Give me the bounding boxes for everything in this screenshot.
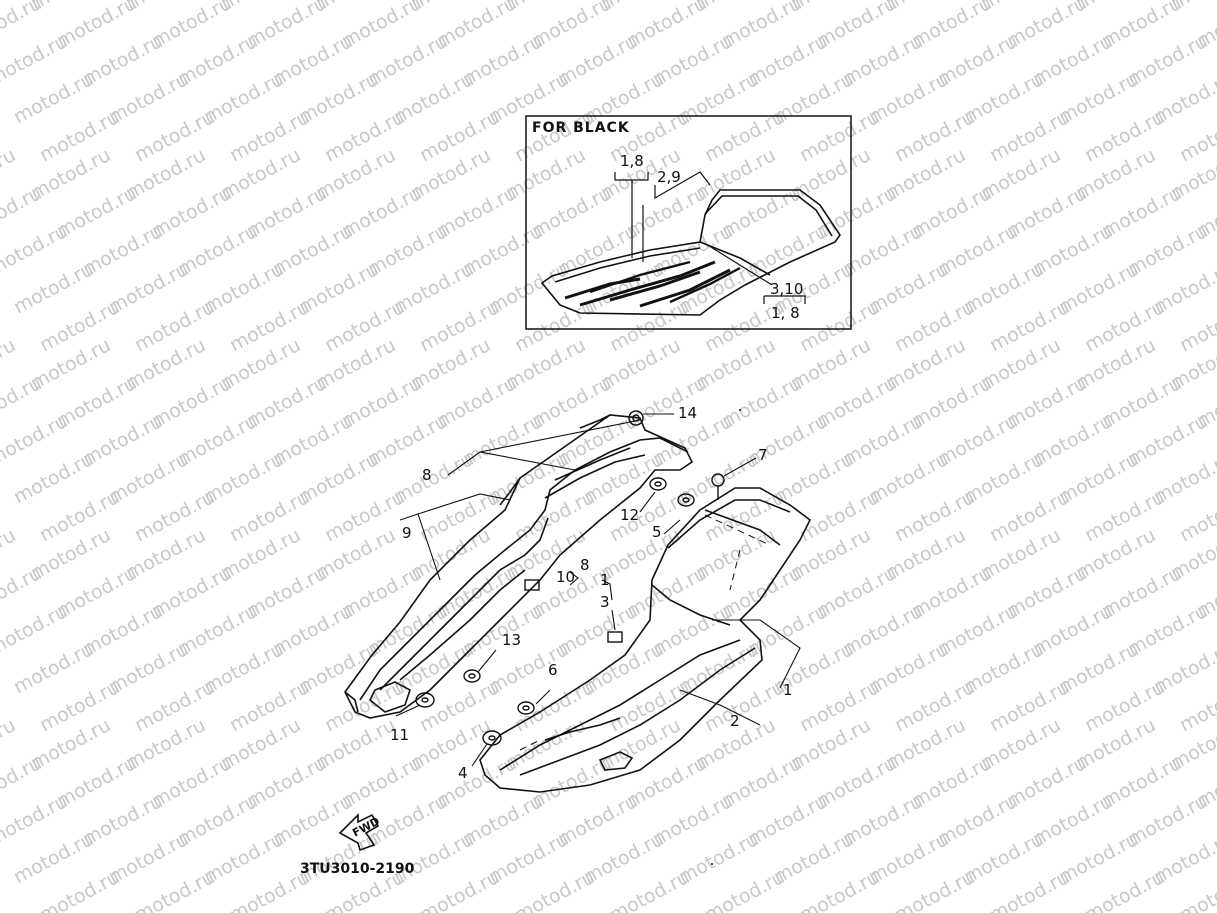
right-side-cover [479, 487, 812, 793]
callout-8: 8 [422, 466, 432, 484]
callout-13: 13 [502, 631, 521, 649]
watermark-text: motod.ru [10, 828, 97, 888]
diagram-code: 3TU3010-2190 [300, 861, 415, 877]
callout-3-1-bottom: 3 [600, 593, 610, 611]
callout-2: 2 [730, 712, 740, 730]
callout-3-1-top: 1 [600, 571, 610, 589]
watermark-text: motod.ru [10, 68, 97, 128]
callout-10-8: 8 [580, 556, 590, 574]
left-side-cover [344, 414, 694, 719]
watermark-text: motod.ru [10, 448, 97, 508]
clip-3-1 [607, 631, 623, 643]
watermark-text: motod.ru [10, 638, 97, 698]
bolt-7 [711, 473, 725, 500]
grommet-13 [463, 669, 481, 683]
inset-label-1-8: 1,8 [620, 152, 644, 170]
inset-cowl-drawing [540, 189, 841, 316]
callout-4: 4 [458, 764, 468, 782]
fwd-arrow-icon [338, 813, 380, 852]
inset-label-1-8-bottom: 1, 8 [771, 304, 800, 322]
centerlines [519, 514, 771, 751]
grommet-11 [415, 692, 435, 708]
stray-dot [739, 409, 741, 411]
callout-7: 7 [758, 446, 768, 464]
main-exploded-view: 14 7 8 12 5 9 10 8 1 3 13 6 1 2 11 4 [344, 404, 812, 793]
grommet-5 [677, 493, 695, 507]
callout-labels: 14 7 8 12 5 9 10 8 1 3 13 6 1 2 11 4 [390, 404, 793, 782]
grommet-12 [649, 477, 667, 491]
callout-11: 11 [390, 726, 409, 744]
watermark-text: motod.ru [10, 258, 97, 318]
callout-6: 6 [548, 661, 558, 679]
inset-label-3-10: 3,10 [770, 280, 803, 298]
callout-9: 9 [402, 524, 412, 542]
callout-10: 10 [556, 568, 575, 586]
inset-for-black: FOR BLACK 1,8 2,9 3,10 1, [525, 115, 852, 330]
inset-label-2-9: 2,9 [657, 168, 681, 186]
inset-title: FOR BLACK [532, 120, 630, 136]
stray-dot [711, 863, 713, 865]
callout-5: 5 [652, 523, 662, 541]
callout-1: 1 [783, 681, 793, 699]
grommet-4 [482, 730, 502, 746]
callout-14: 14 [678, 404, 697, 422]
callout-leaders [395, 413, 801, 767]
callout-12: 12 [620, 506, 639, 524]
inset-frame [525, 115, 852, 330]
inset-leaders [614, 171, 806, 304]
fasteners [415, 410, 725, 746]
grommet-6 [517, 701, 535, 715]
clip-10-8 [524, 579, 540, 591]
